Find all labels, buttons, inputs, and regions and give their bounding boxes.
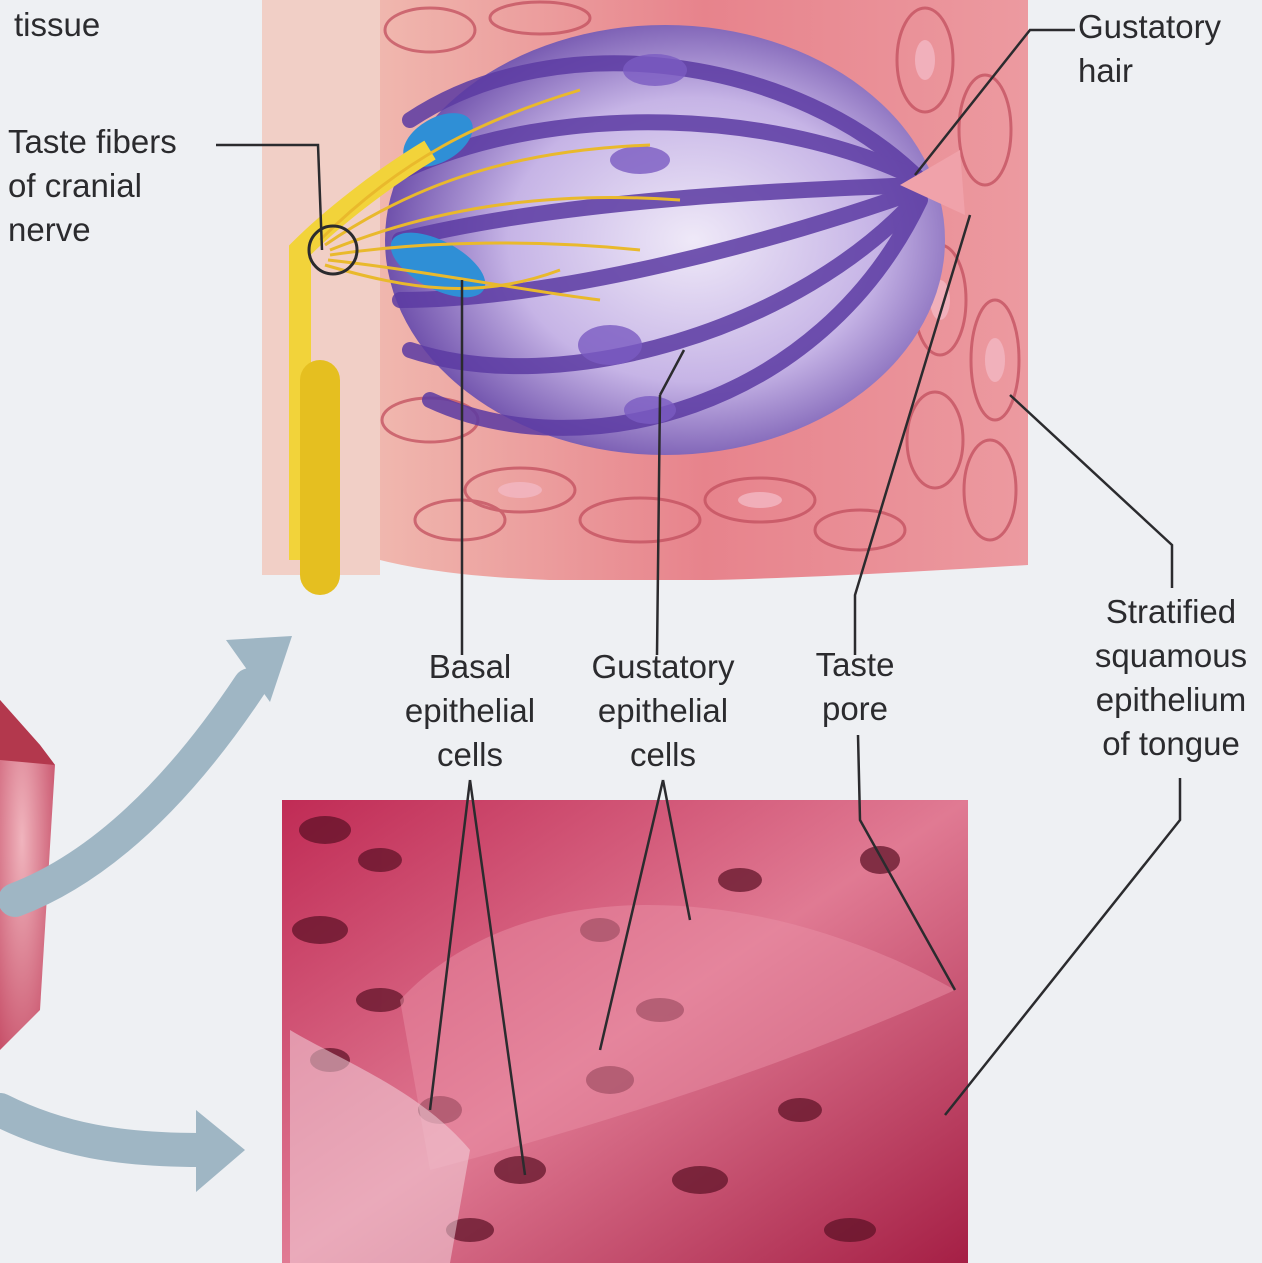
leader-line-gustatory-bottom [598, 779, 692, 1051]
taste-fibers-label: Taste fibers of cranial nerve [8, 123, 177, 248]
leader-line-basal-bottom [428, 779, 527, 1176]
taste-bud [289, 25, 965, 595]
curved-arrow-up [0, 636, 292, 917]
leader-line-stratified-top [1009, 394, 1174, 588]
leader-lines [216, 28, 1182, 1176]
micrograph [282, 800, 968, 1263]
stratified-squamous-epithelium-label: Stratified squamous epithelium of tongue [1094, 593, 1248, 762]
tissue-label: tissue [14, 6, 101, 43]
leader-line-taste-pore-top [853, 214, 972, 655]
taste-pore-label: Taste pore [815, 646, 895, 727]
leader-line-gustatory-hair [914, 28, 1075, 176]
curved-arrow-down [0, 1093, 245, 1192]
leader-line-gustatory-top [655, 349, 686, 656]
leader-line-taste-pore-bottom [856, 734, 957, 991]
leader-line-stratified-bottom [944, 778, 1182, 1116]
leader-line-taste-fibers [216, 143, 324, 251]
tongue-block [0, 700, 55, 1050]
basal-epithelial-cells-label: Basal epithelial cells [404, 648, 536, 773]
gustatory-epithelial-cells-label: Gustatory epithelial cells [591, 648, 735, 773]
gustatory-hair-label: Gustatory hair [1078, 8, 1222, 89]
